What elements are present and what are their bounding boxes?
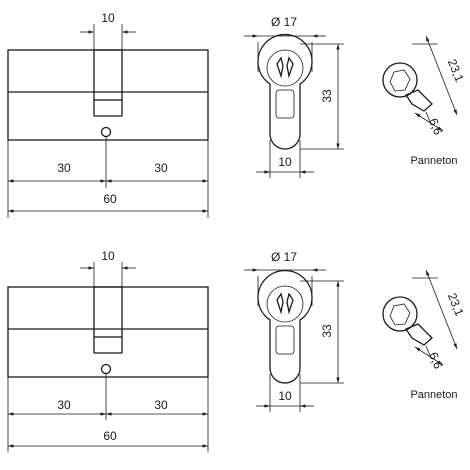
keyway-right <box>286 292 294 315</box>
fixing-screw-hole <box>100 363 112 375</box>
fixing-screw-hole <box>100 126 112 138</box>
cam-slot <box>93 49 123 101</box>
dim-span-line <box>425 35 458 116</box>
dim-half-right: 30 <box>154 161 168 175</box>
profile-keyway <box>275 325 295 355</box>
dim-cam-width: 10 <box>101 11 115 25</box>
dim-diameter: Ø 17 <box>271 15 297 29</box>
dim-cam-thickness: 6,6 <box>426 116 445 137</box>
cam-inner-profile <box>389 69 411 92</box>
dim-height: 33 <box>320 89 334 103</box>
front-view: 10 30 30 60 <box>7 11 209 218</box>
dim-profile-width: 10 <box>278 155 292 169</box>
cylinder-body <box>7 286 209 378</box>
plug-circle <box>266 49 304 87</box>
cam-view: 23,1 6,6 Panneton <box>382 269 467 401</box>
cam-inner-profile <box>389 303 411 326</box>
cam-lever <box>405 323 433 346</box>
profile-view: Ø 17 33 10 <box>244 15 344 178</box>
dim-half-right: 30 <box>154 398 168 412</box>
front-view: 10 30 30 60 <box>7 249 209 452</box>
dim-profile-width: 10 <box>278 389 292 403</box>
cylinder-body <box>7 49 209 141</box>
cam-slot <box>93 286 123 338</box>
keyway-left <box>276 292 284 315</box>
cam-caption: Panneton <box>410 389 457 401</box>
dim-diameter: Ø 17 <box>271 250 297 264</box>
dim-total-length: 60 <box>103 429 117 443</box>
keyway-right <box>286 56 294 79</box>
drawing-top: 10 30 30 60 Ø 17 <box>7 11 467 218</box>
cam-view: 23,1 6,6 Panneton <box>382 35 467 167</box>
dim-cam-span: 23,1 <box>445 291 467 318</box>
dim-half-left: 30 <box>57 398 71 412</box>
cam-hub <box>382 62 418 98</box>
cam-lever <box>405 89 433 112</box>
dim-half-left: 30 <box>57 161 71 175</box>
keyway-left <box>276 56 284 79</box>
cam-caption: Panneton <box>410 155 457 167</box>
plug-circle <box>266 285 304 323</box>
cylinder-profile-outline <box>257 269 313 384</box>
cylinder-profile-outline <box>257 33 313 150</box>
cam-hub <box>382 296 418 332</box>
profile-view: Ø 17 33 10 <box>244 250 344 412</box>
dim-cam-thickness: 6,6 <box>426 350 445 371</box>
dim-thickness-line <box>414 112 444 132</box>
drawing-bottom: 10 30 30 60 Ø 17 33 <box>7 249 467 452</box>
dim-cam-span: 23,1 <box>445 57 467 84</box>
dim-total-length: 60 <box>103 192 117 206</box>
dim-height: 33 <box>320 324 334 338</box>
profile-keyway <box>275 89 295 119</box>
dim-cam-width: 10 <box>101 249 115 263</box>
